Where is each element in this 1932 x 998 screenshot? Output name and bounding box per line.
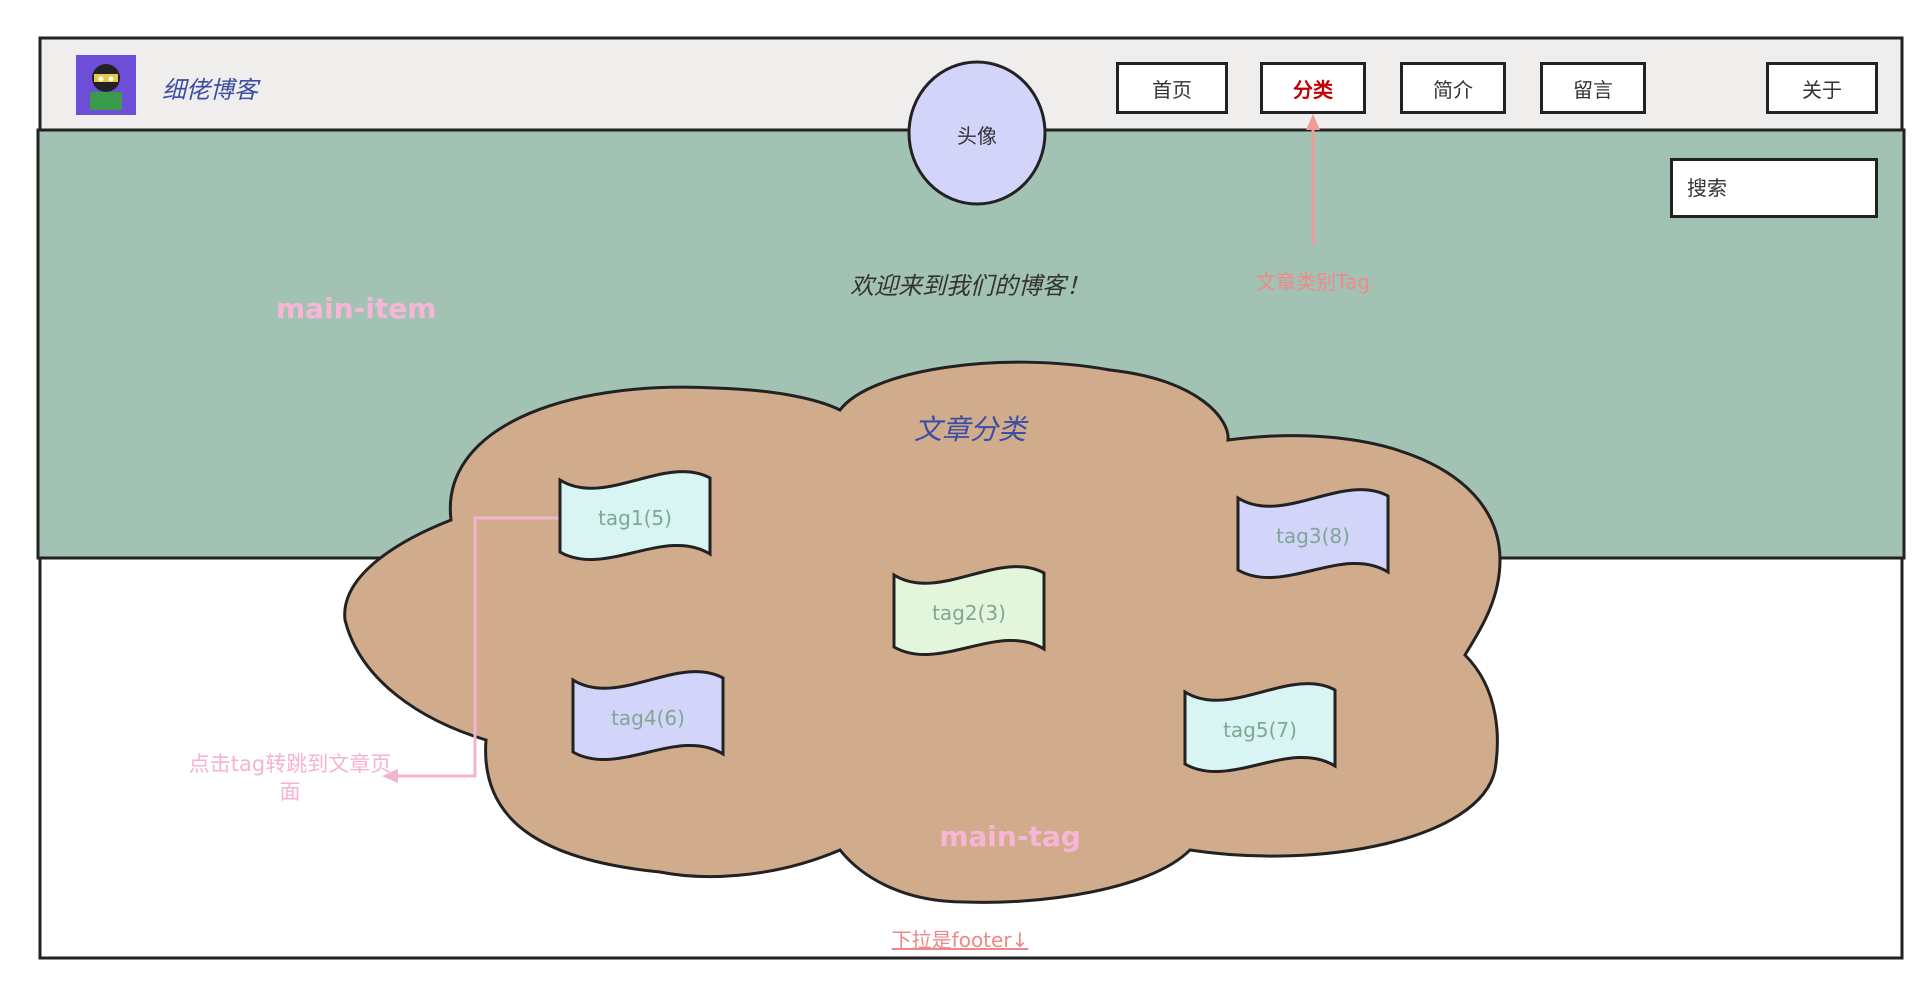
hint-arrow-head — [382, 769, 398, 783]
main-tag-region-label: main-tag — [939, 820, 1081, 853]
tag-3-shape[interactable] — [1236, 488, 1390, 580]
nav-home[interactable]: 首页 — [1116, 62, 1228, 114]
nav-guestbook[interactable]: 留言 — [1540, 62, 1646, 114]
tags-layer — [558, 470, 1390, 774]
nav-category[interactable]: 分类 — [1260, 62, 1366, 114]
tag-5[interactable]: tag5(7) — [1223, 718, 1297, 742]
tag-1-shape[interactable] — [558, 470, 712, 562]
logo-icon — [76, 55, 136, 115]
nav-home-label: 首页 — [1152, 77, 1192, 102]
blog-logo-text[interactable]: 细佬博客 — [162, 76, 258, 104]
nav-intro-label: 简介 — [1433, 77, 1473, 102]
tag-4[interactable]: tag4(6) — [611, 706, 685, 730]
search-input[interactable] — [1670, 158, 1878, 218]
hint-connector — [398, 516, 560, 778]
avatar-label: 头像 — [957, 124, 997, 148]
welcome-text: 欢迎来到我们的博客！ — [850, 272, 1090, 300]
annotation-arrow-head — [1306, 114, 1320, 130]
nav-guestbook-label: 留言 — [1573, 77, 1613, 102]
nav-about[interactable]: 关于 — [1766, 62, 1878, 114]
tag-2-shape[interactable] — [892, 565, 1046, 657]
category-tag-annotation: 文章类别Tag — [1256, 270, 1370, 294]
category-title: 文章分类 — [913, 413, 1026, 446]
nav-about-label: 关于 — [1802, 77, 1842, 102]
main-item-region-label: main-item — [276, 292, 437, 325]
nav-intro[interactable]: 简介 — [1400, 62, 1506, 114]
tag-4-shape[interactable] — [571, 670, 725, 762]
tag-click-hint: 点击tag转跳到文章页面 — [188, 752, 392, 804]
tag-2[interactable]: tag2(3) — [932, 601, 1006, 625]
tag-1[interactable]: tag1(5) — [598, 506, 672, 530]
footer-hint-link[interactable]: 下拉是footer↓ — [891, 928, 1029, 952]
tag-3[interactable]: tag3(8) — [1276, 524, 1350, 548]
nav-category-label: 分类 — [1293, 77, 1333, 102]
tag-5-shape[interactable] — [1183, 682, 1337, 774]
avatar — [907, 60, 1047, 206]
